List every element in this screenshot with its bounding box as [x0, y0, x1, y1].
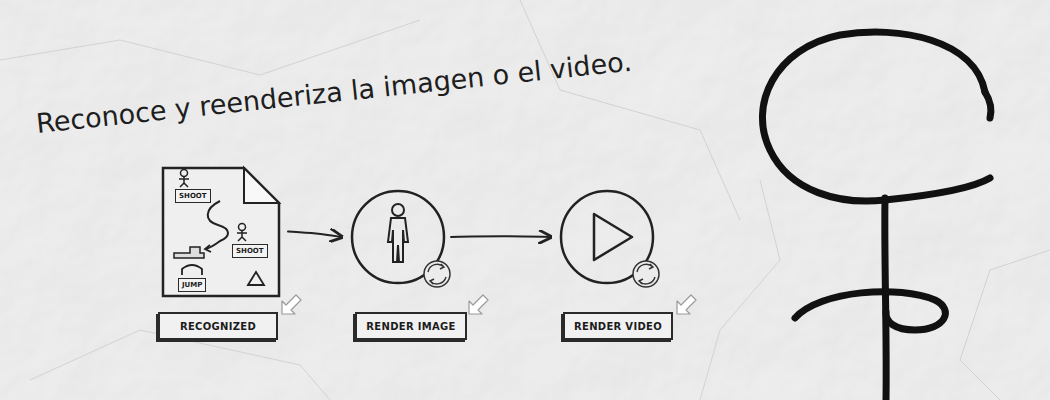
pointer-arrow [677, 295, 696, 314]
node-shape [351, 190, 445, 284]
refresh-arc [639, 277, 655, 284]
flow-arrow [451, 235, 551, 238]
stick-figure [179, 177, 189, 188]
refresh-badge [633, 261, 659, 287]
document-fold [244, 168, 279, 203]
action-text: SHOOT [236, 247, 264, 255]
jump-symbol [182, 265, 202, 275]
label-text: RENDER VIDEO [574, 321, 662, 332]
icon-node: RENDER VIDEO [560, 190, 654, 284]
path-arrowhead [205, 245, 211, 252]
label-tag: RENDER IMAGE [355, 312, 467, 340]
refresh-arc [637, 264, 653, 272]
paper-crease [520, 0, 740, 220]
pointer-arrow [282, 295, 301, 314]
logo-stroke [985, 92, 991, 118]
stick-figure [237, 231, 247, 242]
action-text: SHOOT [179, 192, 207, 200]
document-outline [163, 168, 279, 296]
stick-figure-head [239, 224, 246, 231]
logo-stroke [885, 198, 886, 400]
refresh-arc [430, 277, 446, 284]
action-box: SHOOT [175, 189, 211, 203]
label-tag: RECOGNIZED [158, 312, 278, 340]
action-box: JUMP [178, 278, 206, 292]
icon-node: RENDER IMAGE [351, 190, 445, 284]
label-tag: RENDER VIDEO [563, 312, 673, 340]
stick-figure-head [181, 170, 188, 177]
action-text: JUMP [182, 281, 202, 289]
paper-crease [0, 20, 420, 75]
paper-crease [960, 250, 1050, 400]
platform-symbol [174, 247, 204, 258]
play-symbol [594, 214, 632, 260]
logo-stroke [762, 32, 990, 201]
pointer-arrow [469, 295, 488, 314]
person-head [392, 204, 404, 216]
icon-node: SHOOTSHOOTJUMPRECOGNIZED [160, 165, 282, 298]
refresh-badge [424, 261, 450, 287]
label-text: RECOGNIZED [180, 321, 256, 332]
triangle-symbol [248, 272, 264, 285]
person-body [388, 218, 408, 262]
paper-crease [30, 330, 330, 400]
action-box: SHOOT [232, 244, 268, 258]
refresh-arc [428, 264, 444, 272]
paper-crease [700, 180, 780, 400]
node-shape [560, 190, 654, 284]
flow-arrow [288, 232, 342, 238]
label-text: RENDER IMAGE [366, 321, 455, 332]
path-curve [206, 201, 228, 249]
logo-stroke [795, 292, 945, 330]
